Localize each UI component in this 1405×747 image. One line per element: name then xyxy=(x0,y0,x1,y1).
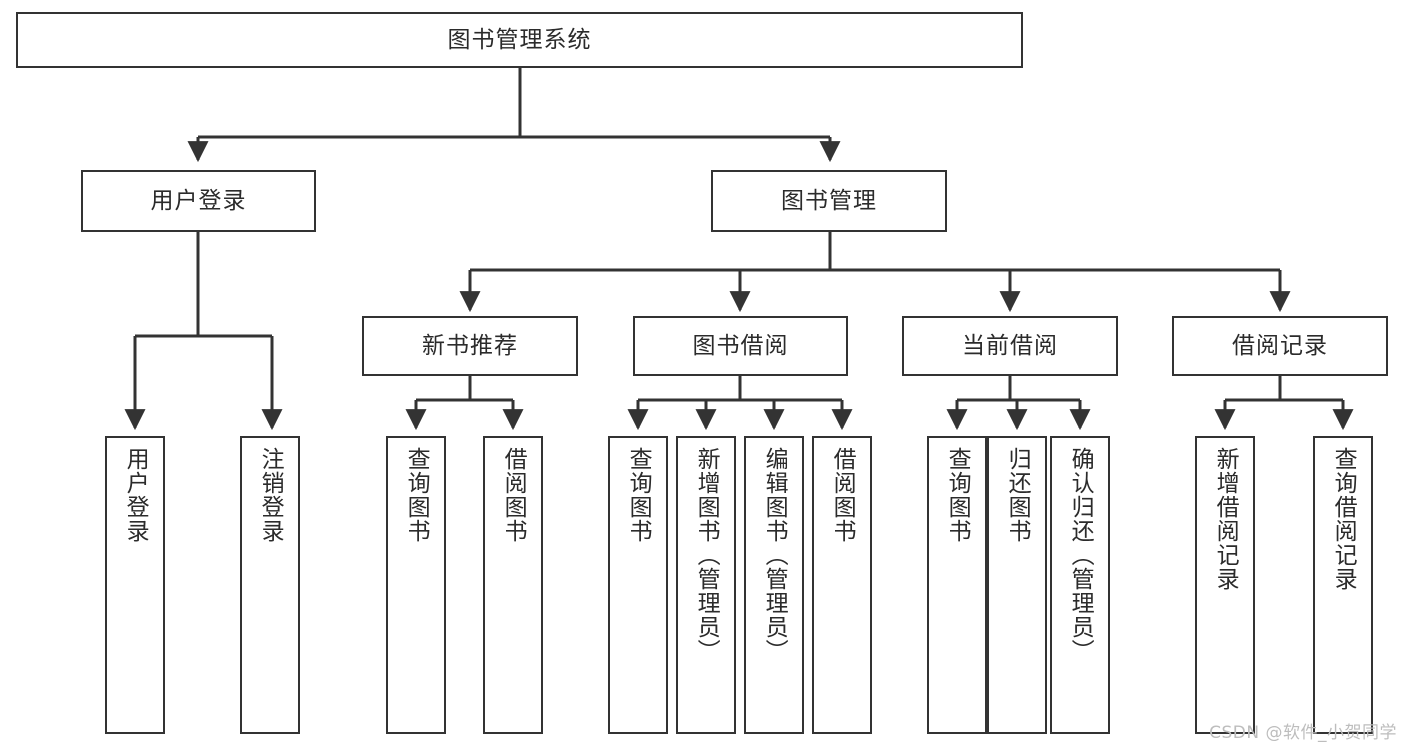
leaf-query-book-current-label: 查询图书 xyxy=(944,447,971,543)
leaf-logout-label: 注销登录 xyxy=(257,447,284,543)
leaf-return-book-label: 归还图书 xyxy=(1004,447,1031,543)
leaf-query-book-label: 查询图书 xyxy=(625,447,652,543)
node-user-login-label: 用户登录 xyxy=(150,187,247,214)
node-new-book-recommend-label: 新书推荐 xyxy=(422,332,518,359)
leaf-query-book-current[interactable]: 查询图书 xyxy=(927,436,987,734)
leaf-query-book-recommend[interactable]: 查询图书 xyxy=(386,436,446,734)
node-book-borrow[interactable]: 图书借阅 xyxy=(633,316,848,376)
node-book-management-label: 图书管理 xyxy=(781,187,877,214)
leaf-add-borrow-record[interactable]: 新增借阅记录 xyxy=(1195,436,1255,734)
leaf-confirm-return-admin[interactable]: 确认归还（管理员） xyxy=(1050,436,1110,734)
leaf-return-book[interactable]: 归还图书 xyxy=(987,436,1047,734)
leaf-edit-book-admin-label: 编辑图书（管理员） xyxy=(761,447,788,663)
leaf-add-borrow-record-label: 新增借阅记录 xyxy=(1212,447,1239,591)
leaf-query-borrow-record[interactable]: 查询借阅记录 xyxy=(1313,436,1373,734)
leaf-add-book-admin[interactable]: 新增图书（管理员） xyxy=(676,436,736,734)
leaf-borrow-book[interactable]: 借阅图书 xyxy=(812,436,872,734)
node-root-label: 图书管理系统 xyxy=(447,26,592,53)
leaf-query-borrow-record-label: 查询借阅记录 xyxy=(1330,447,1357,591)
leaf-query-book[interactable]: 查询图书 xyxy=(608,436,668,734)
leaf-confirm-return-admin-label: 确认归还（管理员） xyxy=(1067,447,1094,663)
leaf-logout[interactable]: 注销登录 xyxy=(240,436,300,734)
node-current-borrow[interactable]: 当前借阅 xyxy=(902,316,1118,376)
node-user-login[interactable]: 用户登录 xyxy=(81,170,316,232)
leaf-add-book-admin-label: 新增图书（管理员） xyxy=(693,447,720,663)
node-root[interactable]: 图书管理系统 xyxy=(16,12,1023,68)
leaf-user-login[interactable]: 用户登录 xyxy=(105,436,165,734)
csdn-watermark: CSDN @软件_小贺同学 xyxy=(1209,723,1397,743)
leaf-borrow-book-label: 借阅图书 xyxy=(829,447,856,543)
leaf-query-book-recommend-label: 查询图书 xyxy=(403,447,430,543)
node-book-borrow-label: 图书借阅 xyxy=(692,332,789,359)
node-current-borrow-label: 当前借阅 xyxy=(962,332,1058,359)
node-book-management[interactable]: 图书管理 xyxy=(711,170,947,232)
leaf-borrow-book-recommend-label: 借阅图书 xyxy=(500,447,527,543)
node-borrow-records-label: 借阅记录 xyxy=(1232,332,1328,359)
node-borrow-records[interactable]: 借阅记录 xyxy=(1172,316,1388,376)
leaf-borrow-book-recommend[interactable]: 借阅图书 xyxy=(483,436,543,734)
node-new-book-recommend[interactable]: 新书推荐 xyxy=(362,316,578,376)
leaf-edit-book-admin[interactable]: 编辑图书（管理员） xyxy=(744,436,804,734)
leaf-user-login-label: 用户登录 xyxy=(122,447,149,543)
